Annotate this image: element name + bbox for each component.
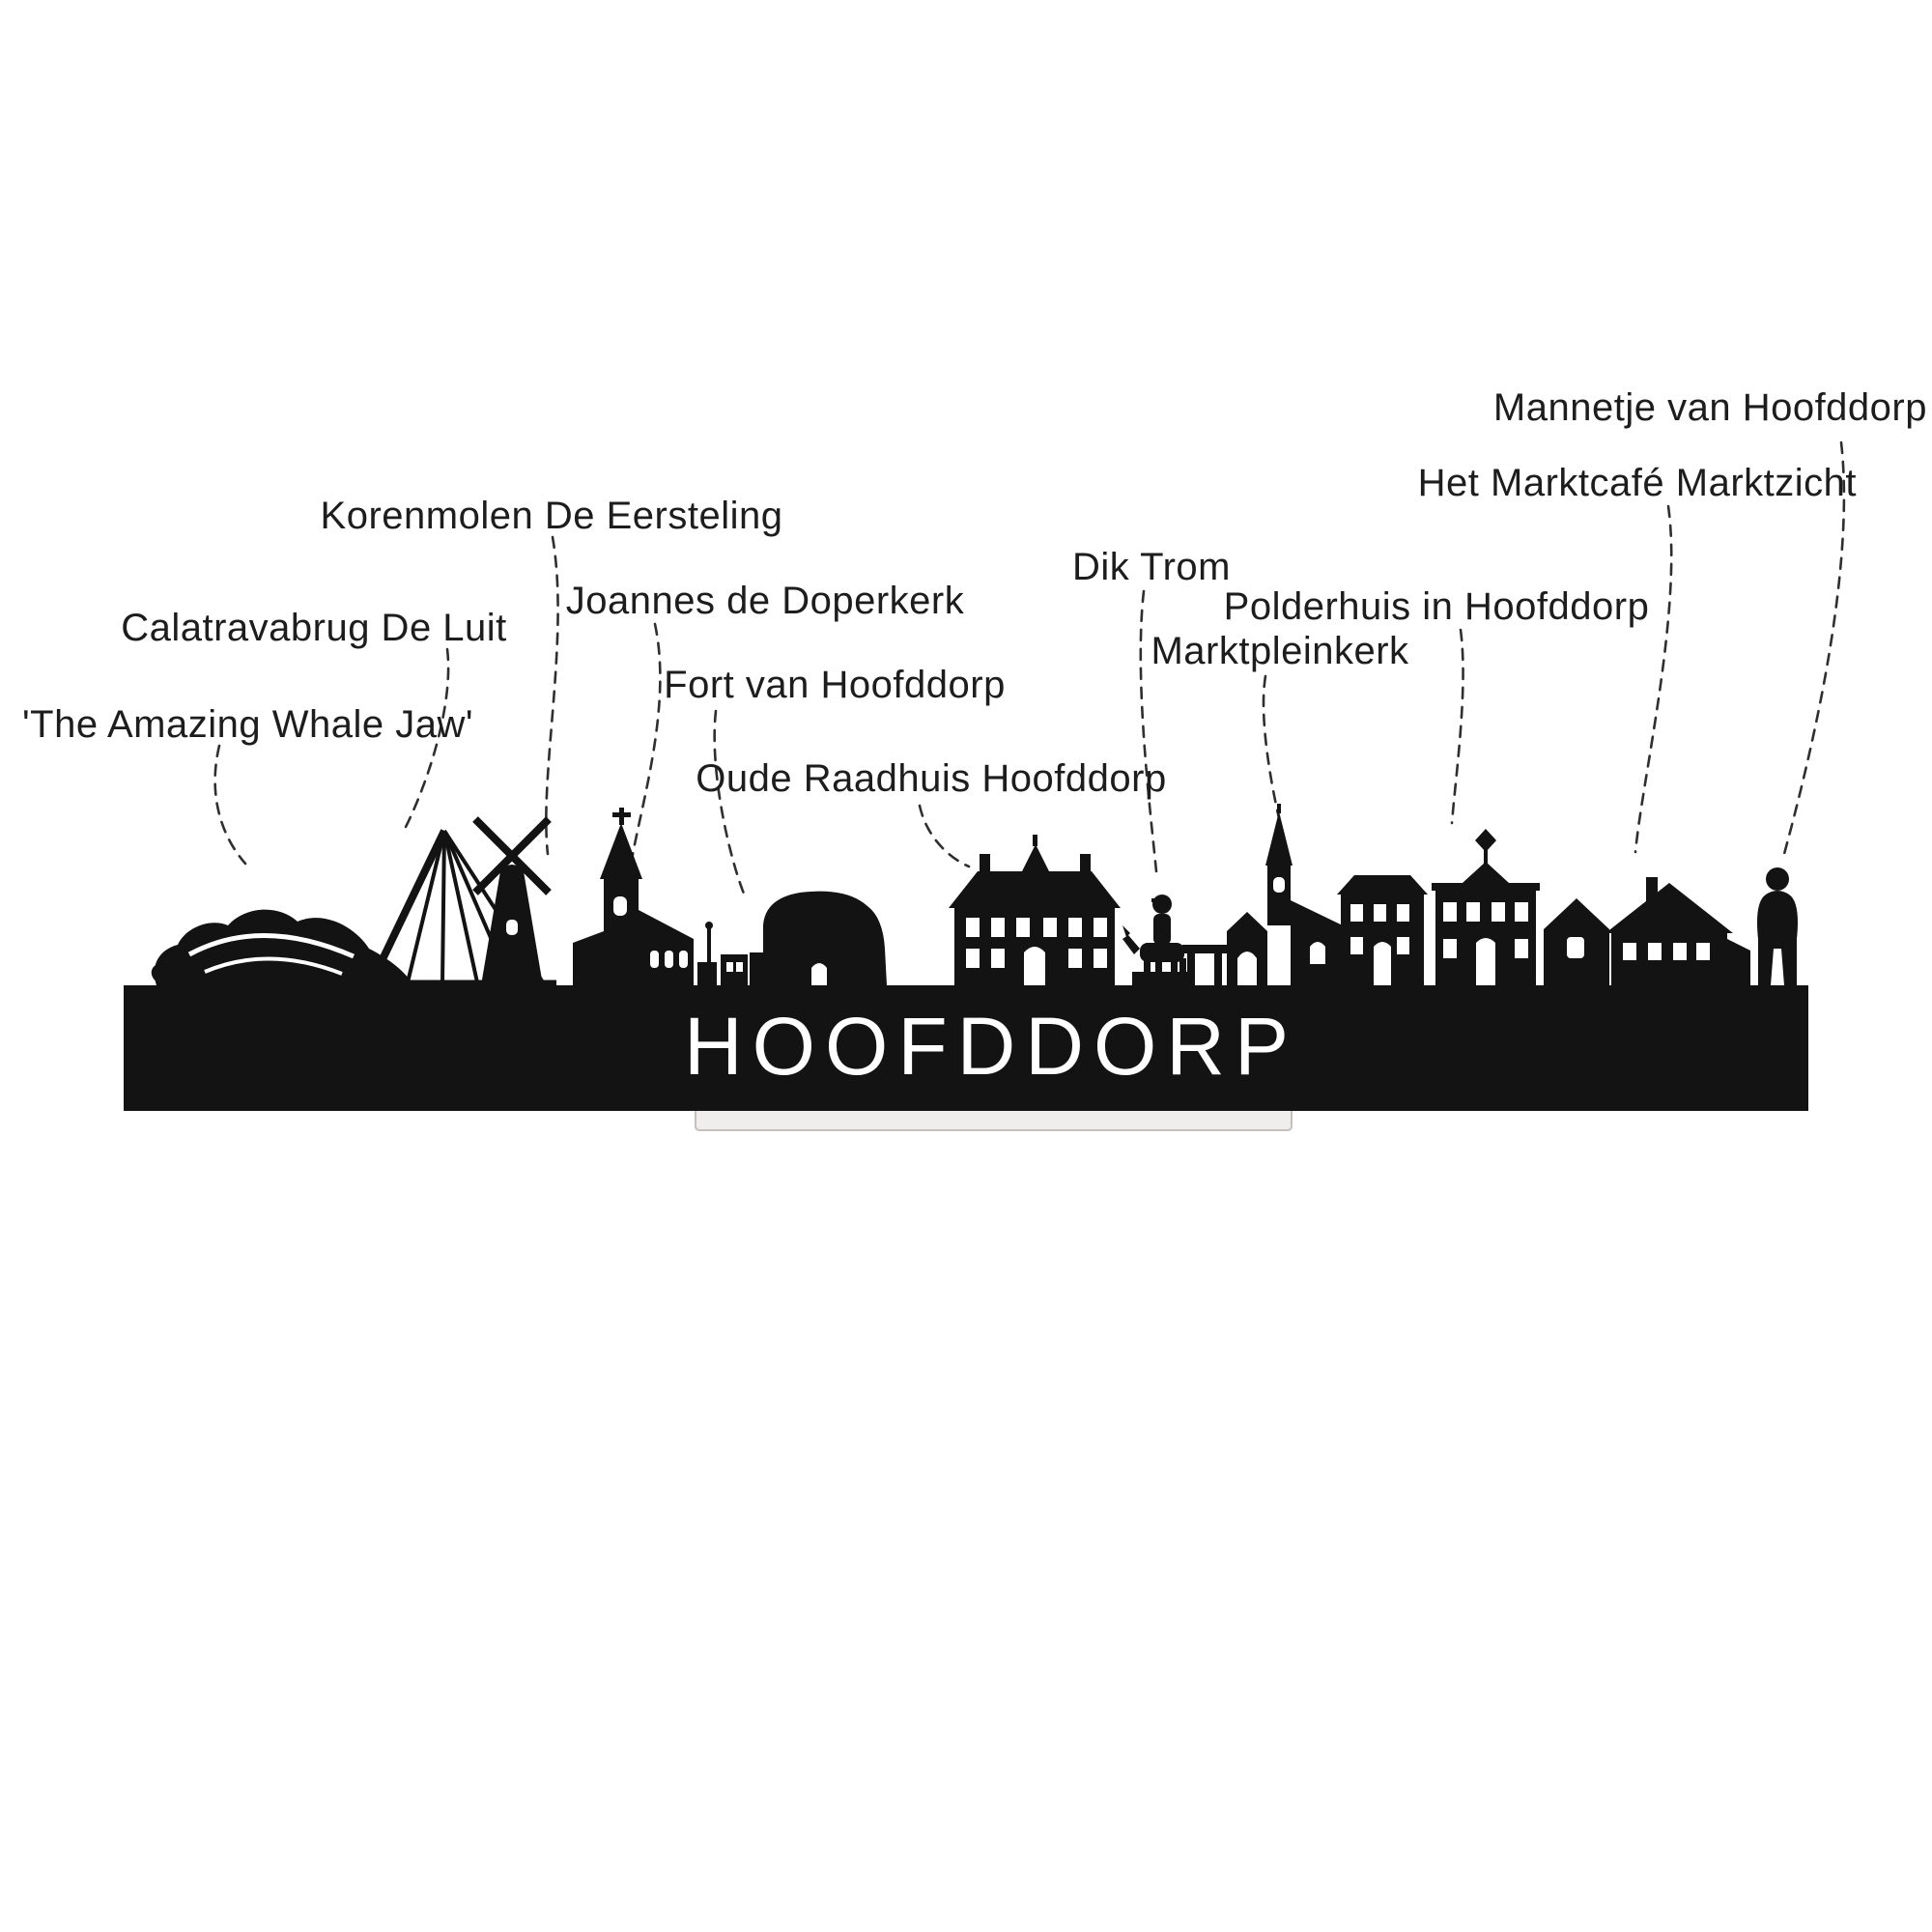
- leader-marktcafe: [1634, 504, 1673, 854]
- polderhuis-silhouette: [1337, 875, 1428, 985]
- label-mannetje: Mannetje van Hoofddorp: [1492, 386, 1927, 429]
- leader-fort: [713, 709, 748, 900]
- bench-silhouette: [1182, 945, 1227, 985]
- skyline-shapes: [124, 804, 1808, 1111]
- diamond-ornament: [1475, 829, 1496, 852]
- skyline-silhouette: HOOFDDORP: [124, 804, 1808, 1131]
- label-fort: Fort van Hoofddorp: [664, 664, 1006, 706]
- skyline-base: [124, 985, 1808, 1111]
- leader-oude-raadhuis: [918, 804, 971, 868]
- leader-whale-jaw: [213, 744, 247, 866]
- label-whale-jaw: 'The Amazing Whale Jaw': [22, 703, 473, 746]
- leader-joannes-kerk: [630, 622, 662, 862]
- marktpleinkerk-silhouette: [1265, 804, 1347, 985]
- label-polderhuis: Polderhuis in Hoofddorp: [1223, 585, 1650, 628]
- leader-lines: [213, 440, 1846, 900]
- dik-trom-silhouette: [1122, 895, 1194, 985]
- marktcafe-window-cutouts: [1623, 943, 1710, 960]
- label-marktcafe: Het Marktcafé Marktzicht: [1417, 462, 1857, 504]
- joannes-window-cutouts: [650, 951, 688, 968]
- church-gate-silhouette: [1227, 912, 1267, 985]
- joannes-kerk-silhouette: [573, 808, 694, 985]
- diamond-building-window-cutouts: [1443, 902, 1528, 985]
- raadhuis-window-cutouts: [966, 918, 1107, 985]
- label-joannes-kerk: Joannes de Doperkerk: [565, 580, 965, 622]
- label-calatravabrug: Calatravabrug De Luit: [121, 607, 507, 649]
- label-oude-raadhuis: Oude Raadhuis Hoofddorp: [696, 757, 1167, 800]
- korenmolen-silhouette: [472, 816, 552, 985]
- polderhuis-window-cutouts: [1350, 904, 1409, 985]
- oude-raadhuis-silhouette: [949, 835, 1121, 985]
- mannetje-silhouette: [1757, 867, 1798, 985]
- fort-silhouette: [750, 891, 887, 985]
- low-buildings-silhouette: [697, 922, 748, 985]
- leader-dik-trom: [1139, 589, 1158, 873]
- leader-mannetje: [1782, 440, 1846, 856]
- leader-marktpleinkerk: [1262, 674, 1281, 820]
- label-marktpleinkerk: Marktpleinkerk: [1151, 630, 1409, 672]
- skyline-city-name: HOOFDDORP: [684, 1001, 1298, 1092]
- marktcafe-silhouette: [1544, 877, 1750, 985]
- leader-calatravabrug: [404, 647, 450, 829]
- leader-korenmolen: [545, 535, 559, 856]
- label-korenmolen: Korenmolen De Eersteling: [320, 495, 783, 537]
- diamond-sign-building-silhouette: [1432, 829, 1540, 985]
- label-dik-trom: Dik Trom: [1072, 546, 1231, 588]
- leader-polderhuis: [1450, 628, 1464, 825]
- whale-jaw-silhouette: [151, 909, 413, 985]
